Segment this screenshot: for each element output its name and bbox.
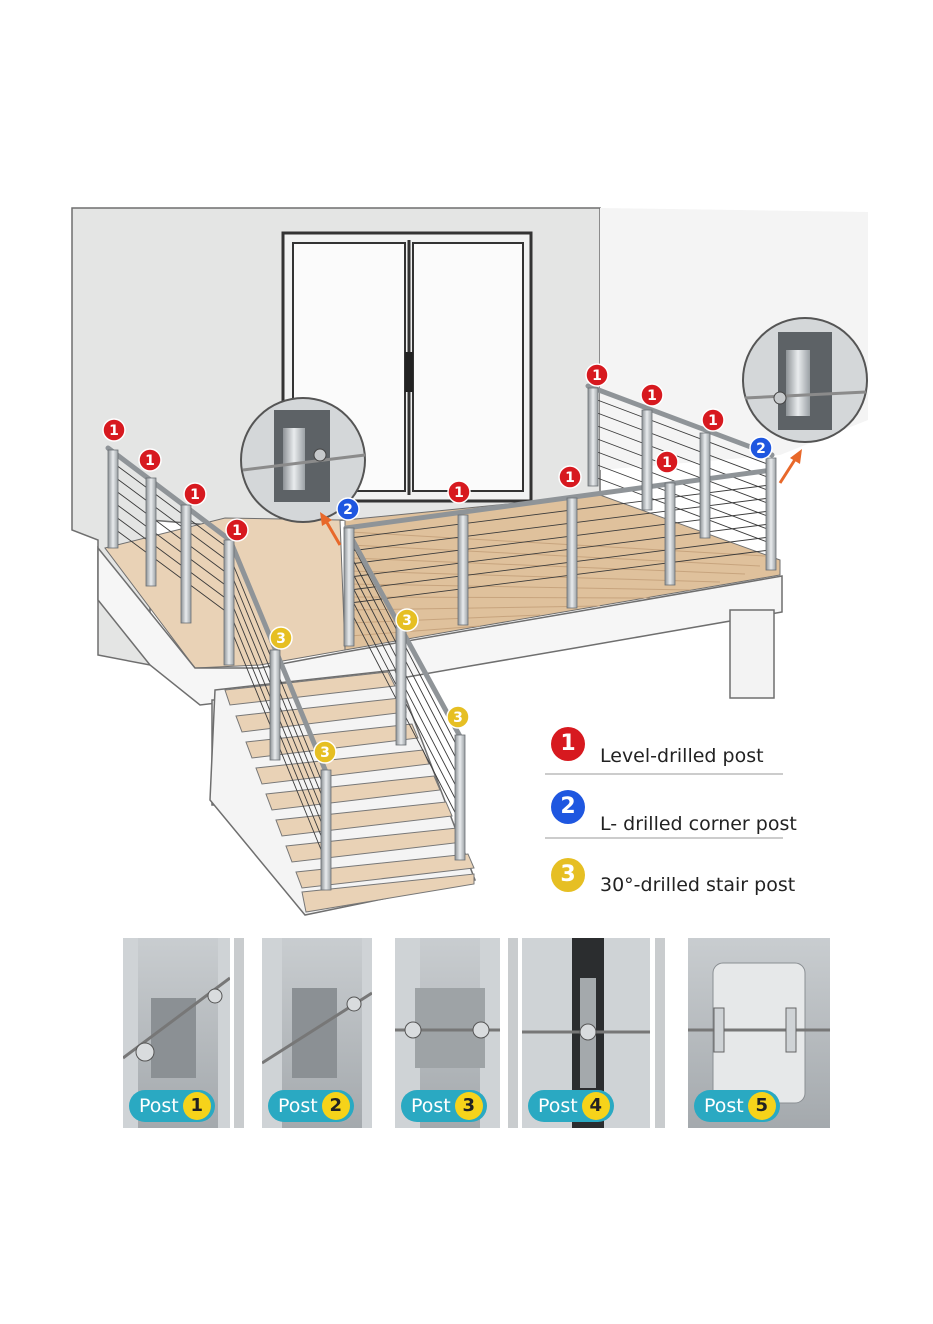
post-tag-1: Post 1 xyxy=(129,1090,215,1122)
post-tag-number: 4 xyxy=(582,1092,610,1120)
post-tag-number: 1 xyxy=(183,1092,211,1120)
stair-post-marker-number: 3 xyxy=(276,631,286,647)
post-tag-3: Post 3 xyxy=(401,1090,487,1122)
stair-post-marker-number: 3 xyxy=(320,745,330,761)
post-tag-label: Post xyxy=(538,1090,578,1122)
level-post-marker-number: 1 xyxy=(232,523,242,539)
level-post-marker-number: 1 xyxy=(647,388,657,404)
support-pier xyxy=(730,610,774,698)
rod-strip xyxy=(234,938,244,1128)
level-post-marker-number: 1 xyxy=(708,413,718,429)
post-tag-5: Post 5 xyxy=(694,1090,780,1122)
post-tag-label: Post xyxy=(139,1090,179,1122)
corner-post-marker-number: 2 xyxy=(756,441,766,457)
legend-label-corner: L- drilled corner post xyxy=(600,813,797,835)
staircase xyxy=(210,670,475,915)
zoom-detail-right xyxy=(743,318,867,442)
level-post-marker-number: 1 xyxy=(662,455,672,471)
post-photo-5: Post 5 xyxy=(688,938,830,1128)
stair-post-marker-number: 3 xyxy=(402,613,412,629)
level-post-marker-number: 1 xyxy=(565,470,575,486)
post-tag-label: Post xyxy=(704,1090,744,1122)
rod-strip xyxy=(655,938,665,1128)
post-tag-number: 3 xyxy=(455,1092,483,1120)
level-post-marker-number: 1 xyxy=(109,423,119,439)
post-photo-4: Post 4 xyxy=(522,938,650,1128)
legend-label-level: Level-drilled post xyxy=(600,745,764,767)
legend-badge-stair: 3 xyxy=(551,858,585,892)
stair-post-marker-number: 3 xyxy=(453,710,463,726)
post-tag-label: Post xyxy=(411,1090,451,1122)
post-photo-3: Post 3 xyxy=(395,938,500,1128)
rod-strip xyxy=(508,938,518,1128)
legend-badge-level: 1 xyxy=(551,727,585,761)
legend-label-stair: 30°-drilled stair post xyxy=(600,874,795,896)
post-tag-4: Post 4 xyxy=(528,1090,614,1122)
post-tag-number: 5 xyxy=(748,1092,776,1120)
corner-post-marker-number: 2 xyxy=(343,502,353,518)
post-tag-number: 2 xyxy=(322,1092,350,1120)
legend-badge-corner: 2 xyxy=(551,790,585,824)
level-post-marker-number: 1 xyxy=(145,453,155,469)
post-photo-2: Post 2 xyxy=(262,938,372,1128)
level-post-marker-number: 1 xyxy=(190,487,200,503)
post-tag-2: Post 2 xyxy=(268,1090,354,1122)
level-post-marker-number: 1 xyxy=(454,485,464,501)
post-tag-label: Post xyxy=(278,1090,318,1122)
level-post-marker-number: 1 xyxy=(592,368,602,384)
post-photo-1: Post 1 xyxy=(123,938,230,1128)
